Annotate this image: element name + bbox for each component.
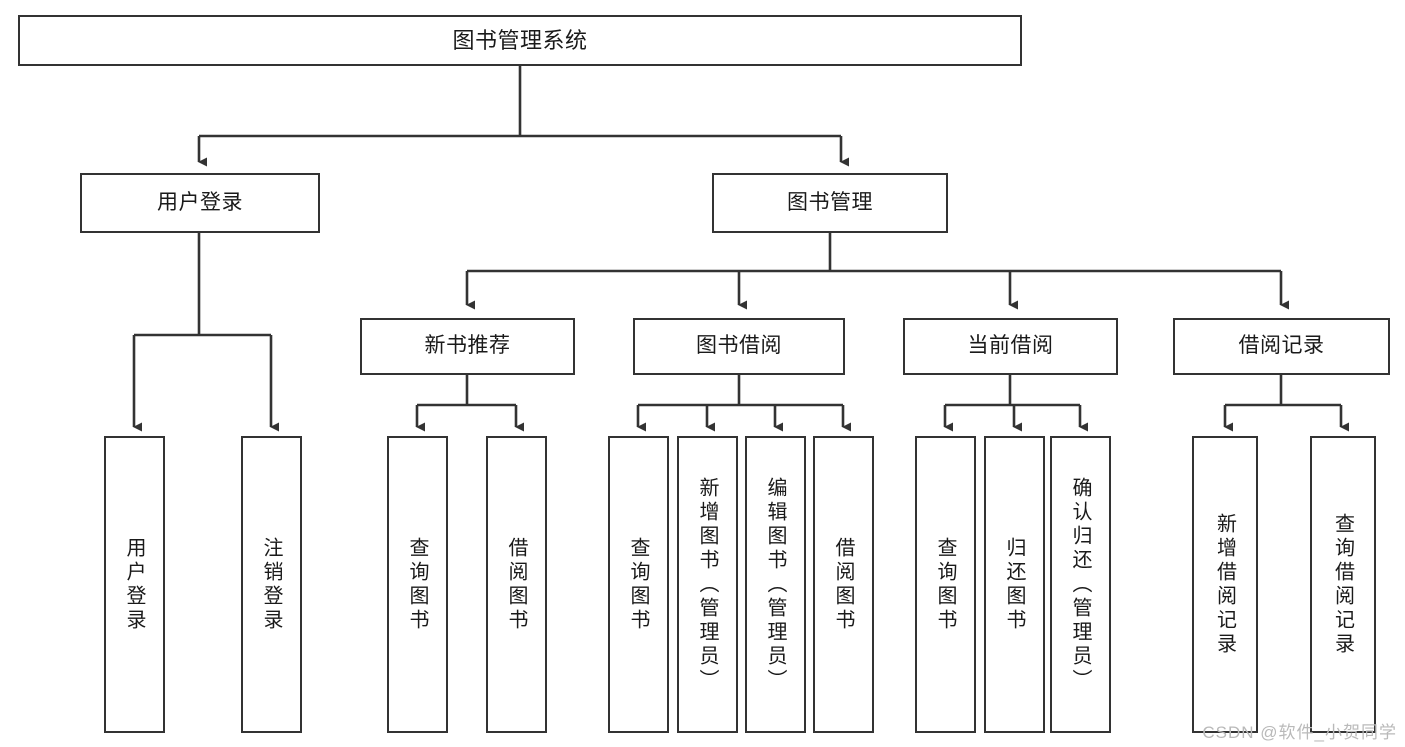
node-leaf-add-record[interactable]: 新增借阅记录 <box>1192 436 1258 733</box>
node-book-manage[interactable]: 图书管理 <box>712 173 948 233</box>
node-label: 借阅图书 <box>832 536 854 633</box>
node-label: 新增图书（管理员） <box>696 476 718 693</box>
node-label: 图书管理 <box>787 190 873 214</box>
node-label: 当前借阅 <box>967 334 1054 358</box>
node-current-borrow[interactable]: 当前借阅 <box>903 318 1118 375</box>
node-leaf-confirm-return[interactable]: 确认归还（管理员） <box>1050 436 1111 733</box>
node-label: 编辑图书（管理员） <box>764 476 786 693</box>
csdn-watermark: CSDN @软件_小贺同学 <box>1202 723 1397 742</box>
node-leaf-add-book[interactable]: 新增图书（管理员） <box>677 436 738 733</box>
node-label: 确认归还（管理员） <box>1069 476 1091 693</box>
node-leaf-query-book-1[interactable]: 查询图书 <box>387 436 448 733</box>
node-root-system[interactable]: 图书管理系统 <box>18 15 1022 66</box>
node-borrow-record[interactable]: 借阅记录 <box>1173 318 1390 375</box>
node-leaf-borrow-book-2[interactable]: 借阅图书 <box>813 436 874 733</box>
node-label: 借阅图书 <box>505 536 527 633</box>
node-label: 归还图书 <box>1003 536 1025 633</box>
node-label: 注销登录 <box>260 536 282 633</box>
node-label: 图书借阅 <box>696 334 782 358</box>
node-leaf-borrow-book-1[interactable]: 借阅图书 <box>486 436 547 733</box>
node-leaf-query-book-2[interactable]: 查询图书 <box>608 436 669 733</box>
node-leaf-user-login[interactable]: 用户登录 <box>104 436 165 733</box>
node-label: 查询图书 <box>934 536 956 633</box>
node-leaf-return-book[interactable]: 归还图书 <box>984 436 1045 733</box>
node-label: 查询图书 <box>627 536 649 633</box>
node-label: 用户登录 <box>157 190 243 214</box>
node-label: 新书推荐 <box>424 334 511 358</box>
node-label: 查询图书 <box>406 536 428 633</box>
node-label: 借阅记录 <box>1238 334 1325 358</box>
node-book-borrow[interactable]: 图书借阅 <box>633 318 845 375</box>
node-label: 用户登录 <box>123 536 145 633</box>
node-label: 图书管理系统 <box>452 27 588 53</box>
node-leaf-edit-book[interactable]: 编辑图书（管理员） <box>745 436 806 733</box>
node-new-book-recommend[interactable]: 新书推荐 <box>360 318 575 375</box>
node-label: 查询借阅记录 <box>1331 512 1354 657</box>
node-user-login[interactable]: 用户登录 <box>80 173 320 233</box>
node-leaf-logout[interactable]: 注销登录 <box>241 436 302 733</box>
node-leaf-query-record[interactable]: 查询借阅记录 <box>1310 436 1376 733</box>
node-leaf-query-book-3[interactable]: 查询图书 <box>915 436 976 733</box>
node-label: 新增借阅记录 <box>1213 512 1236 657</box>
